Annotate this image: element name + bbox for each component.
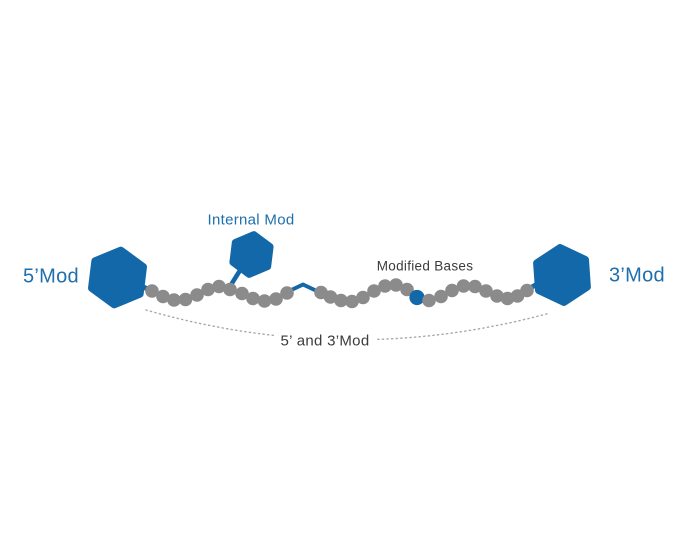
five-prime-hexagon-group xyxy=(88,246,157,309)
oligo-chain xyxy=(145,278,534,309)
backbone-bead xyxy=(367,284,381,298)
backbone-bead xyxy=(378,279,392,293)
backbone-bead xyxy=(456,279,471,293)
backbone-bead xyxy=(323,290,338,304)
backbone-bead xyxy=(156,289,170,304)
backbone-bead xyxy=(468,279,482,294)
backbone-bead xyxy=(145,284,159,298)
backbone-bead xyxy=(400,282,414,297)
internal-mod-hexagon-group xyxy=(226,231,274,291)
backbone-bead xyxy=(269,292,283,306)
backbone-bead xyxy=(257,294,272,308)
five-and-three-arc xyxy=(145,309,551,341)
backbone-bead xyxy=(445,283,459,298)
internal-mod-label: Internal Mod xyxy=(207,211,295,229)
backbone-bead xyxy=(520,283,534,298)
backbone-bead xyxy=(490,289,504,303)
backbone-bead xyxy=(246,291,260,306)
backbone-bead xyxy=(212,279,226,294)
five-prime-mod-label: 5’Mod xyxy=(23,265,79,288)
internal-mod-hexagon xyxy=(229,231,274,278)
backbone-bead xyxy=(479,284,493,298)
backbone-bead xyxy=(280,286,294,300)
backbone-bead xyxy=(201,282,215,297)
backbone-bead xyxy=(223,282,237,297)
modified-base-bead xyxy=(409,289,425,306)
backbone-bead xyxy=(389,278,403,292)
backbone-bead xyxy=(345,294,359,309)
five-and-three-mod-label: 5’ and 3’Mod xyxy=(274,332,376,350)
five-prime-hexagon xyxy=(88,246,147,309)
backbone-bead xyxy=(167,293,181,307)
backbone-bead xyxy=(334,293,348,308)
backbone-bead xyxy=(178,292,193,307)
three-prime-hexagon-group xyxy=(524,244,591,306)
backbone-bead xyxy=(235,286,249,301)
modified-bases-label: Modified Bases xyxy=(376,258,474,274)
three-prime-hexagon xyxy=(533,244,591,306)
three-prime-mod-label: 3’Mod xyxy=(609,264,665,287)
backbone-bead xyxy=(356,290,370,305)
backbone-bead xyxy=(190,288,204,302)
backbone-bead xyxy=(434,289,448,304)
backbone-bead xyxy=(422,293,436,308)
